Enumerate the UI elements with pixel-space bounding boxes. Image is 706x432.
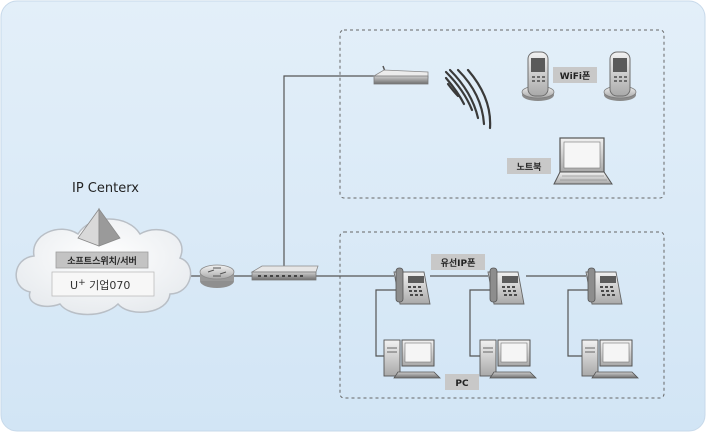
wifi-phone-label-bg [553, 67, 597, 83]
service-label-bg [51, 271, 155, 297]
service-sup: + [78, 278, 86, 288]
ip-phone-icon [585, 267, 623, 305]
server-pyramid-icon [77, 207, 121, 247]
pc-label-bg [445, 374, 479, 390]
notebook-icon [553, 137, 613, 185]
wifi-phone-icon [521, 51, 555, 101]
ip-phone-icon [393, 267, 431, 305]
wifi-waves-icon [444, 68, 492, 130]
pc-icon [383, 339, 441, 379]
softswitch-label: 소프트스위치/서버 [67, 255, 137, 267]
wifi-ap-icon [372, 65, 429, 85]
wired-phone-label-bg [431, 254, 485, 270]
service-suffix: 기업070 [86, 279, 131, 292]
wifi-phone-label: WiFi폰 [560, 71, 591, 82]
diagram-title: IP Centerx [72, 181, 139, 196]
pc-label: PC [455, 379, 469, 389]
ip-phone-icon [487, 267, 525, 305]
service-prefix: U [70, 279, 78, 292]
wired-group-box [339, 231, 665, 399]
switch-icon [250, 265, 319, 281]
softswitch-label-bg [55, 251, 149, 269]
service-label: U+ 기업070 [70, 278, 130, 292]
router-icon [199, 264, 235, 288]
notebook-label-bg [507, 158, 551, 174]
connection-lines [182, 75, 588, 357]
wireless-group-box [339, 29, 665, 199]
notebook-label: 노트북 [517, 162, 542, 173]
wired-phone-label: 유선IP폰 [441, 257, 476, 269]
pc-icon [581, 339, 639, 379]
wifi-phone-icon [603, 51, 637, 101]
pc-icon [479, 339, 537, 379]
